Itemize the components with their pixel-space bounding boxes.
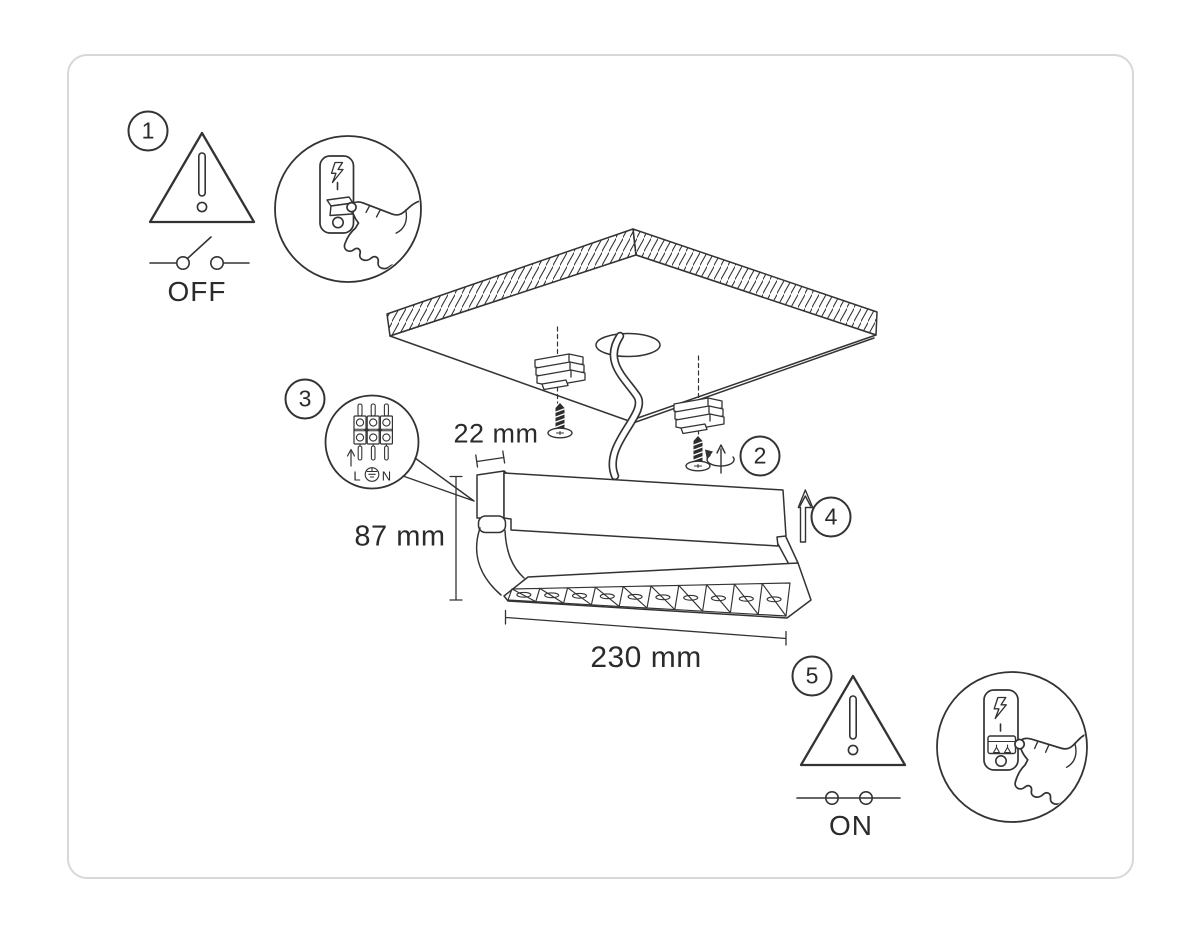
step-number: 5 <box>805 662 819 689</box>
hand-pressing-icon <box>1000 708 1086 821</box>
rocker-on <box>987 735 1017 755</box>
switch-off-label: OFF <box>167 276 227 307</box>
power-switch-on-detail <box>983 689 1086 821</box>
terminal-live-label: L <box>353 468 361 484</box>
dimension-line-230mm <box>504 609 787 646</box>
warning-triangle-icon <box>148 131 256 224</box>
earth-ground-icon <box>364 467 380 482</box>
page-border <box>67 54 1134 879</box>
step-badge-3: 3 <box>284 378 326 420</box>
step-badge-2: 2 <box>739 435 781 477</box>
panel-edge-thickness-line <box>632 337 875 424</box>
closed-switch-symbol <box>796 790 901 805</box>
step-badge-1: 1 <box>127 110 169 152</box>
step-badge-5: 5 <box>791 655 833 697</box>
fixture-height-dimension: 87 mm <box>354 520 446 553</box>
mounting-hardware <box>534 326 735 474</box>
cable-hole <box>595 332 661 358</box>
switch-on-label: ON <box>829 810 873 841</box>
light-fixture <box>476 470 812 619</box>
detail-zoom-circle <box>274 135 422 283</box>
bracket-width-dimension: 22 mm <box>453 418 539 449</box>
light-head <box>503 562 812 619</box>
panel-underside <box>389 254 877 422</box>
wire-direction-arrow-icon <box>346 448 356 467</box>
terminal-neutral-label: N <box>381 468 392 484</box>
louver-cells <box>507 582 791 617</box>
screw-rotation-icon <box>705 444 735 474</box>
mounting-screw-icon <box>547 402 573 439</box>
step-number: 2 <box>753 442 767 469</box>
step1-power-off-group <box>148 131 422 283</box>
step5-power-on-group <box>796 671 1088 823</box>
detail-zoom-circle <box>936 671 1088 823</box>
pivot-arm <box>476 527 525 596</box>
wall-anchor-icon <box>673 397 725 435</box>
open-switch-symbol <box>149 236 250 270</box>
step-number: 4 <box>824 503 838 530</box>
terminal-block-detail <box>346 403 394 467</box>
pivot-barrel <box>477 515 507 534</box>
step3-wiring-group <box>324 394 475 502</box>
power-switch-off-detail <box>319 155 420 281</box>
dimension-line-22mm <box>475 450 506 468</box>
dimension-line-87mm <box>449 475 463 601</box>
fixture-length-dimension: 230 mm <box>590 641 702 674</box>
detail-zoom-circle <box>324 394 420 490</box>
step-badge-4: 4 <box>810 496 852 538</box>
dimension-lines <box>449 450 787 646</box>
balloon-pointer <box>402 457 475 502</box>
power-cable <box>608 331 644 481</box>
fixture-body <box>503 472 787 547</box>
lift-up-arrow-icon <box>797 489 814 543</box>
step-number: 3 <box>298 385 312 412</box>
ceiling-panel <box>386 228 878 424</box>
step-number: 1 <box>141 117 155 144</box>
